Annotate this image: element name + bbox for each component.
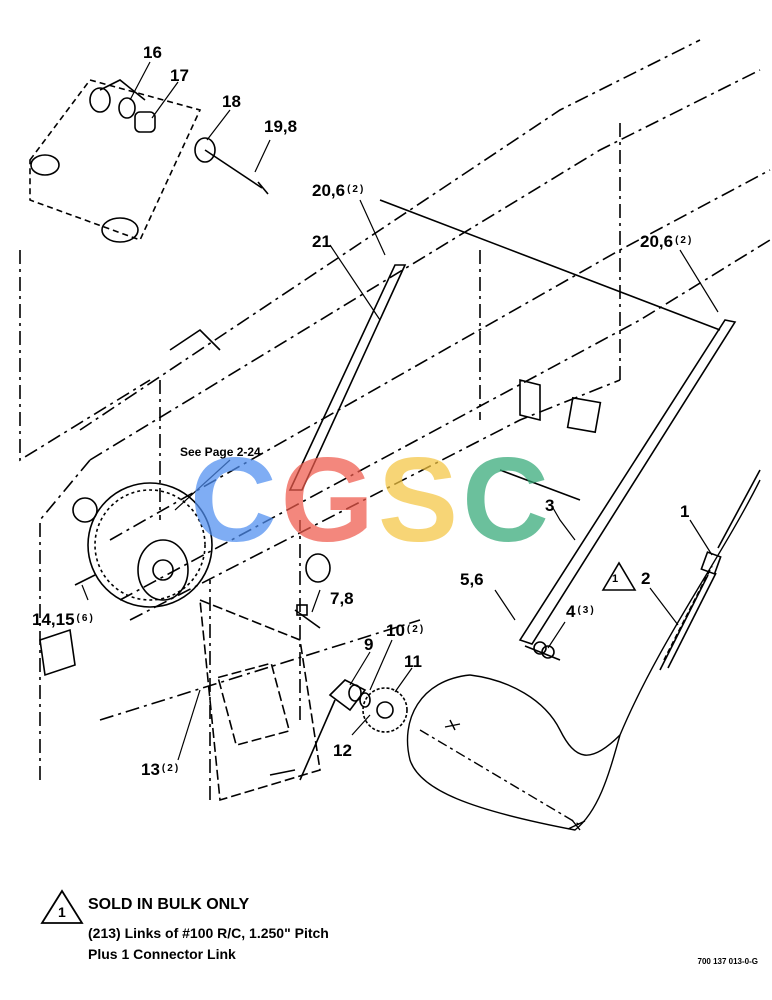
callout-number: 19,8: [264, 117, 298, 136]
callout-number: 11: [404, 652, 422, 671]
callout-10: 10(2): [386, 622, 425, 639]
idler-sprocket: [348, 684, 408, 733]
callout-number: 12: [333, 741, 352, 760]
callout-number: 9: [364, 635, 374, 654]
mounting-arm: [29, 79, 202, 243]
watermark-letter: C: [190, 433, 281, 567]
bulk-triangle-mark: [601, 561, 637, 591]
callout-16: 16: [143, 44, 162, 61]
callout-quantity: (3): [577, 605, 596, 616]
bulk-marker-number: 1: [612, 573, 619, 585]
callout-number: 10: [386, 621, 405, 640]
note-triangle-icon: [40, 889, 84, 924]
note-line-2: Plus 1 Connector Link: [88, 946, 236, 962]
plates: [39, 328, 602, 677]
callout-quantity: (2): [406, 624, 426, 635]
watermark-letter: S: [378, 433, 463, 567]
callout-number: 5,6: [460, 570, 484, 589]
callout-number: 2: [641, 569, 651, 588]
callout-20-6-right: 20,6(2): [640, 233, 693, 250]
callout-number: 7,8: [330, 589, 354, 608]
callout-14-15: 14,15(6): [32, 611, 95, 628]
callout-2: 2: [641, 570, 650, 587]
see-page-reference: See Page 2-24: [180, 445, 261, 459]
callout-9: 9: [364, 636, 373, 653]
leader-lines: [81, 61, 719, 761]
callout-17: 17: [170, 67, 189, 84]
note-line-1: (213) Links of #100 R/C, 1.250" Pitch: [88, 925, 329, 941]
callout-5-6: 5,6: [460, 571, 484, 588]
long-rails: [288, 199, 737, 661]
callout-quantity: (2): [347, 184, 366, 195]
callout-quantity: (6): [76, 613, 95, 624]
callout-quantity: (2): [161, 763, 181, 774]
drawing-number: 700 137 013-0-G: [697, 957, 759, 966]
callout-number: 14,15: [32, 610, 75, 629]
callout-11: 11: [404, 653, 422, 670]
callout-number: 13: [141, 760, 160, 779]
header-frame-outline: [19, 39, 771, 800]
note-title: SOLD IN BULK ONLY: [88, 896, 250, 913]
callout-number: 4: [566, 602, 576, 621]
callout-number: 18: [222, 92, 241, 111]
drive-chain-loop: [406, 479, 761, 831]
callout-quantity: (2): [675, 235, 694, 246]
callout-19-8: 19,8: [264, 118, 297, 135]
callout-21: 21: [312, 233, 331, 250]
note-marker: 1: [58, 904, 66, 920]
callout-number: 21: [312, 232, 331, 251]
callout-number: 3: [545, 496, 555, 515]
callout-13: 13(2): [141, 761, 180, 778]
bolts: [74, 553, 555, 776]
callout-7-8: 7,8: [330, 590, 354, 607]
watermark-logo: CGSC: [190, 440, 553, 560]
callout-number: 20,6: [640, 232, 674, 251]
tensioner-bracket: [299, 679, 367, 781]
chain-sample: [659, 469, 761, 671]
callout-1: 1: [680, 503, 689, 520]
callout-number: 16: [143, 43, 162, 62]
watermark-letter: C: [462, 433, 553, 567]
callout-4: 4(3): [566, 603, 596, 620]
callout-bulk-marker: 1: [612, 574, 618, 585]
callout-number: 1: [680, 502, 690, 521]
callout-number: 17: [170, 66, 189, 85]
pivot-hardware: [89, 87, 269, 195]
gearbox-housing: [199, 598, 321, 802]
callout-3: 3: [545, 497, 554, 514]
callout-12: 12: [333, 742, 352, 759]
drive-sprocket: [72, 482, 213, 608]
callout-20-6-left: 20,6(2): [312, 182, 365, 199]
watermark-letter: G: [280, 433, 379, 567]
callout-18: 18: [222, 93, 241, 110]
callout-number: 20,6: [312, 181, 346, 200]
